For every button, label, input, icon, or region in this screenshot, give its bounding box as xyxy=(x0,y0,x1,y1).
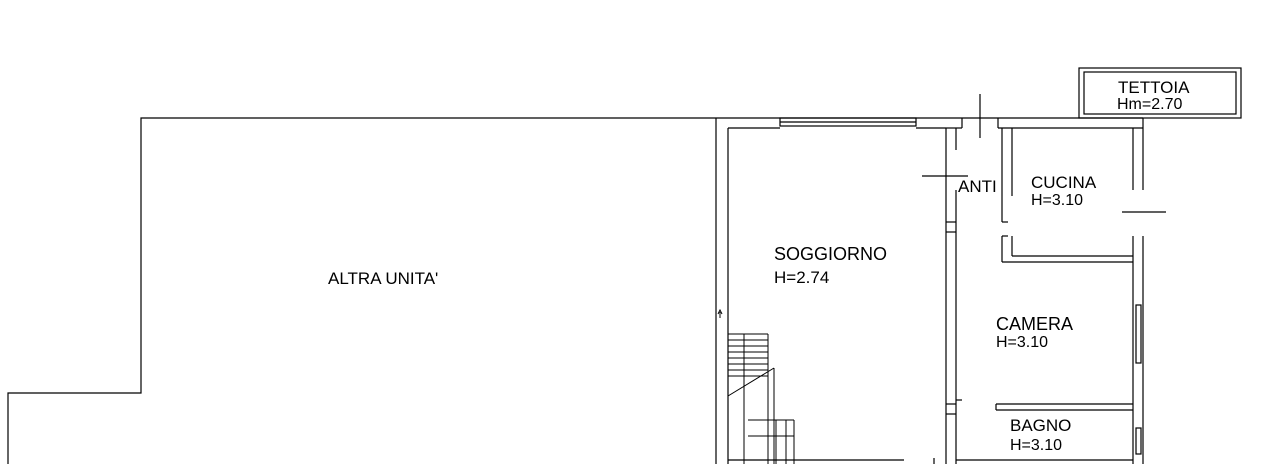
room-height-cucina: H=3.10 xyxy=(1031,192,1083,209)
walls xyxy=(7,94,1166,464)
staircase xyxy=(717,308,795,464)
other-unit-outline xyxy=(7,117,1143,464)
room-height-tettoia: Hm=2.70 xyxy=(1117,96,1182,113)
tettoia-box xyxy=(1078,67,1242,119)
room-label-bagno: BAGNO xyxy=(1010,416,1071,435)
room-height-soggiorno: H=2.74 xyxy=(774,268,829,287)
room-label-soggiorno: SOGGIORNO xyxy=(774,244,887,264)
room-label-cucina: CUCINA xyxy=(1031,173,1097,192)
room-label-altra-unita: ALTRA UNITA' xyxy=(328,269,438,288)
room-height-camera: H=3.10 xyxy=(996,334,1048,351)
window-camera xyxy=(1135,304,1142,364)
room-label-tettoia: TETTOIA xyxy=(1118,78,1190,97)
window-bagno xyxy=(1135,427,1142,455)
room-height-bagno: H=3.10 xyxy=(1010,437,1062,454)
room-label-anti: ANTI xyxy=(958,177,997,196)
room-label-camera: CAMERA xyxy=(996,314,1073,334)
